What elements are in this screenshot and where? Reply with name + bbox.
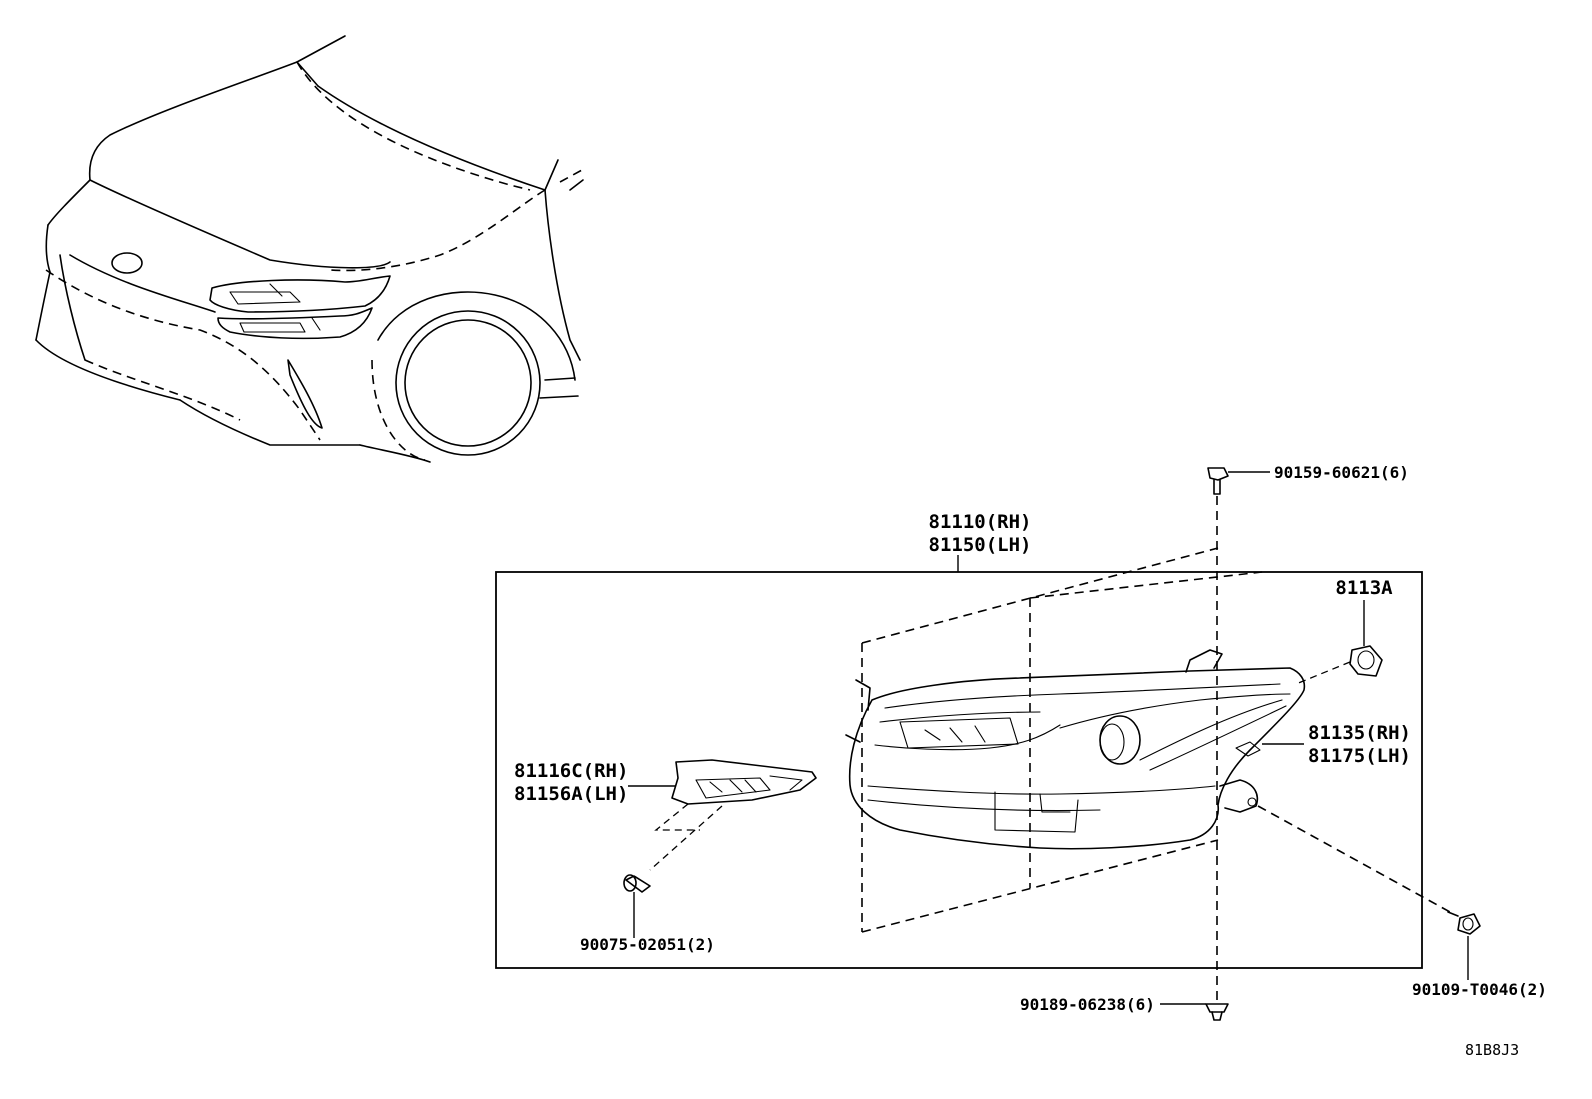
callout-bolt-bottom: 90189-06238(6) (1020, 995, 1155, 1014)
callout-bracket-rh: 81116C(RH) (514, 760, 628, 782)
vehicle-front-illustration (35, 35, 584, 463)
nut-90109 (1447, 911, 1481, 935)
callout-headlamp-lh: 81150(LH) (929, 534, 1032, 556)
callout-headlamp-rh: 81110(RH) (929, 511, 1032, 533)
callout-seal: 8113A (1335, 577, 1393, 599)
screw-90075 (623, 874, 651, 893)
assembly-frame (495, 571, 1423, 969)
callout-bracket-lh: 81156A(LH) (514, 783, 628, 805)
callout-socket-lh: 81175(LH) (1308, 745, 1411, 767)
callout-nut: 90109-T0046(2) (1412, 980, 1547, 999)
callout-bolt-top: 90159-60621(6) (1274, 463, 1409, 482)
bolt-top-90159 (1207, 467, 1229, 495)
callout-socket-rh: 81135(RH) (1308, 722, 1411, 744)
headlamp-bracket (671, 759, 817, 805)
drawing-code: 81B8J3 (1465, 1041, 1519, 1059)
callout-screw: 90075-02051(2) (580, 935, 715, 954)
assembly-envelope (861, 547, 1263, 933)
headlamp-assembly (845, 649, 1306, 850)
seal-8113A (1349, 645, 1383, 677)
bolt-bottom-90189 (1205, 1003, 1229, 1021)
